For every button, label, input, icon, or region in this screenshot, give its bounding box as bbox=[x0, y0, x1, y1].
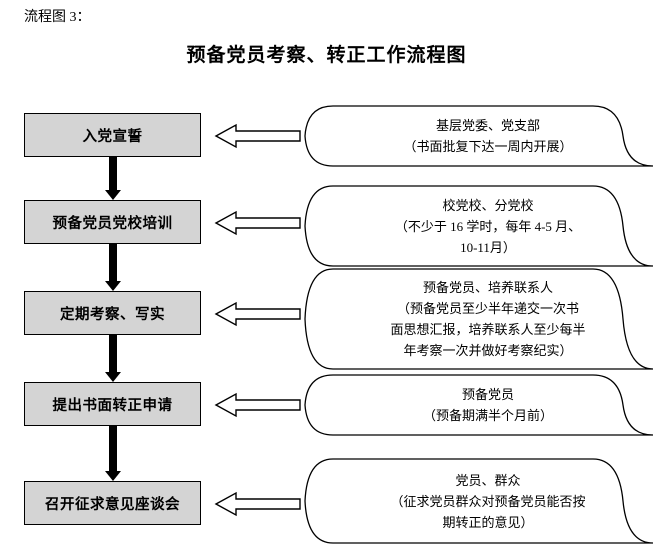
note-balloon-4: 预备党员 （预备期满半个月前） bbox=[303, 374, 653, 436]
note-balloon-5-text: 党员、群众 （征求党员群众对预备党员能否按 期转正的意见） bbox=[390, 472, 586, 530]
flow-step-box-3: 定期考察、写实 bbox=[24, 291, 201, 335]
note-balloon-1-text: 基层党委、党支部 （书面批复下达一周内开展） bbox=[403, 118, 573, 154]
pointer-arrow-4 bbox=[214, 391, 302, 424]
flow-step-box-2: 预备党员党校培训 bbox=[24, 200, 201, 244]
figure-caption: 流程图 3： bbox=[24, 10, 91, 25]
flow-step-box-5: 召开征求意见座谈会 bbox=[24, 481, 201, 525]
note-balloon-1: 基层党委、党支部 （书面批复下达一周内开展） bbox=[303, 105, 653, 167]
note-balloon-2-text: 校党校、分党校 （不少于 16 学时，每年 4-5 月、 10-11月） bbox=[394, 197, 582, 255]
flow-step-box-4: 提出书面转正申请 bbox=[24, 382, 201, 426]
note-balloon-4-text: 预备党员 （预备期满半个月前） bbox=[422, 387, 553, 423]
note-balloon-2: 校党校、分党校 （不少于 16 学时，每年 4-5 月、 10-11月） bbox=[303, 185, 653, 267]
pointer-arrow-3 bbox=[214, 300, 302, 333]
page-title: 预备党员考察、转正工作流程图 bbox=[186, 45, 467, 66]
note-balloon-3-text: 预备党员、培养联系人 （预备党员至少半年递交一次书 面思想汇报，培养联系人至少每… bbox=[390, 280, 586, 358]
flow-step-box-1: 入党宣誓 bbox=[24, 113, 201, 157]
pointer-arrow-2 bbox=[214, 209, 302, 242]
pointer-arrow-1 bbox=[214, 122, 302, 155]
note-balloon-5: 党员、群众 （征求党员群众对预备党员能否按 期转正的意见） bbox=[303, 458, 653, 544]
pointer-arrow-5 bbox=[214, 490, 302, 523]
note-balloon-3: 预备党员、培养联系人 （预备党员至少半年递交一次书 面思想汇报，培养联系人至少每… bbox=[303, 268, 653, 370]
